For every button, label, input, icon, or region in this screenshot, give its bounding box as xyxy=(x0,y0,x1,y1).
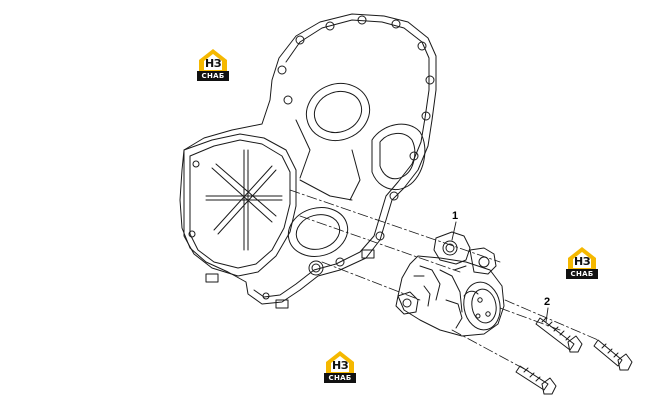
leader-lines xyxy=(451,221,549,323)
watermark-bottom-text: СНАБ xyxy=(324,373,356,383)
bolt-right xyxy=(593,339,633,371)
house-icon xyxy=(568,247,596,270)
callout-part-1: 1 xyxy=(452,210,459,222)
gear-housing xyxy=(179,13,437,309)
watermark-top-text: НЗ xyxy=(573,255,591,268)
watermark-bottom-text: СНАБ xyxy=(566,269,598,279)
pump-assembly xyxy=(395,231,505,337)
watermark-logo: НЗ СНАБ xyxy=(564,244,600,280)
callout-part-2: 2 xyxy=(544,296,551,308)
bolt-upper xyxy=(535,317,583,353)
alignment-centerlines xyxy=(289,189,599,373)
watermark-top-text: НЗ xyxy=(204,57,222,70)
watermark-top-text: НЗ xyxy=(331,359,349,372)
watermark-logo: НЗ СНАБ xyxy=(195,46,231,82)
house-icon xyxy=(326,351,354,374)
house-icon xyxy=(199,49,227,72)
watermark-bottom-text: СНАБ xyxy=(197,71,229,81)
bolt-lower xyxy=(515,365,557,395)
watermark-logo: НЗ СНАБ xyxy=(322,348,358,384)
